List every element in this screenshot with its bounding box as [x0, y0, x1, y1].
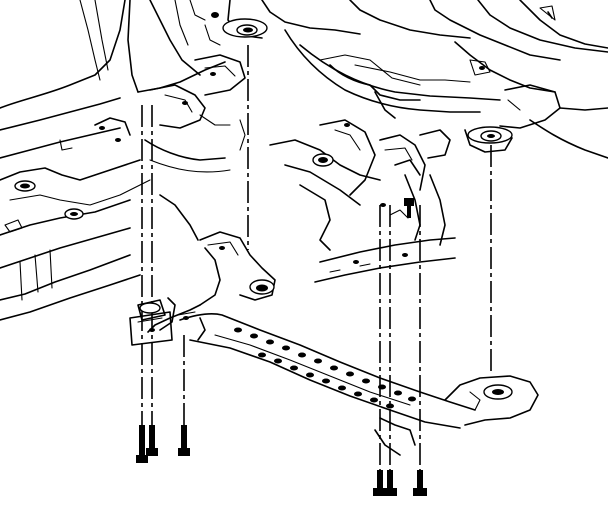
bracket-bolt-upper: [380, 198, 414, 218]
bolt: [383, 470, 397, 496]
left-mount-bolt-stack: [129, 299, 173, 346]
crossmember-holes: [234, 327, 416, 409]
bolt: [178, 425, 190, 456]
crossmember: [147, 231, 539, 456]
strut-mount-right: [464, 126, 513, 153]
bolt: [146, 425, 158, 456]
strut-mount-left: [204, 12, 268, 46]
bolt: [136, 425, 148, 463]
right-body-structure: [227, 0, 608, 159]
bolt: [373, 470, 387, 496]
right-frame-rail: [314, 209, 456, 283]
right-mount-bracket: [269, 119, 451, 251]
alignment-centerlines: [141, 45, 492, 470]
left-floor-section: [0, 117, 151, 321]
bolt: [413, 470, 427, 496]
center-bracket: [144, 54, 246, 241]
